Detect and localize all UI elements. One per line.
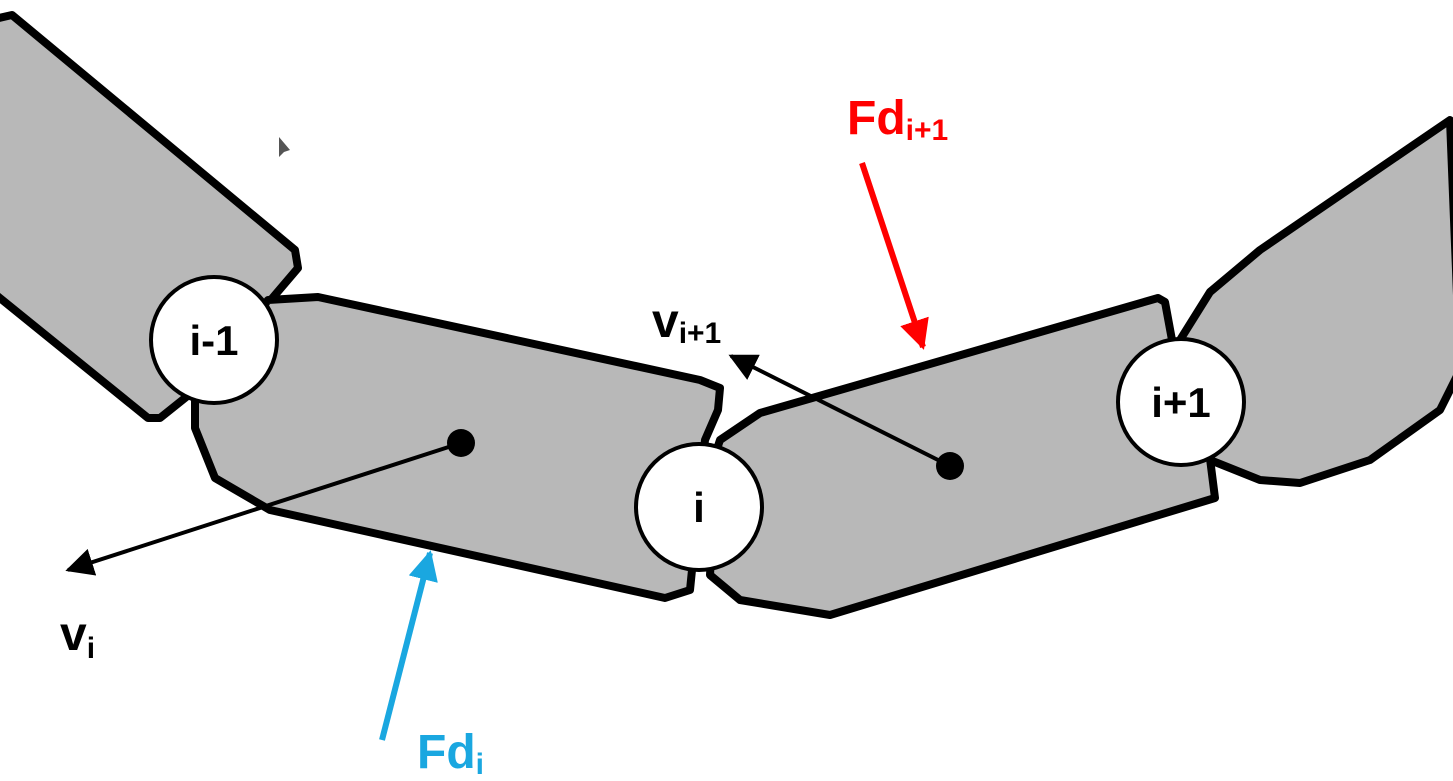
drag-force-arrow-i	[379, 550, 438, 741]
joint-circle	[634, 442, 764, 572]
segment-right	[1176, 116, 1453, 487]
label-fd-i: Fdi	[417, 726, 484, 781]
joint-i: i	[634, 442, 764, 572]
velocity-vector-i-plus-1	[728, 354, 951, 468]
joint-i-plus-1: i+1	[1116, 337, 1246, 467]
joint-circle	[1116, 337, 1246, 467]
joint-label: i-1	[189, 317, 238, 364]
label-v-i: vi	[60, 608, 95, 665]
label-fd-i-plus-1: Fdi+1	[847, 92, 948, 147]
joint-label: i+1	[1151, 379, 1211, 426]
joint-circle	[149, 275, 279, 405]
velocity-vector-i	[65, 441, 462, 576]
mouse-cursor-icon	[279, 137, 290, 157]
drag-force-arrow-i-plus-1	[859, 162, 929, 350]
label-v-i-plus-1: vi+1	[652, 295, 721, 350]
joint-i-minus-1: i-1	[149, 275, 279, 405]
joint-label: i	[693, 484, 705, 531]
